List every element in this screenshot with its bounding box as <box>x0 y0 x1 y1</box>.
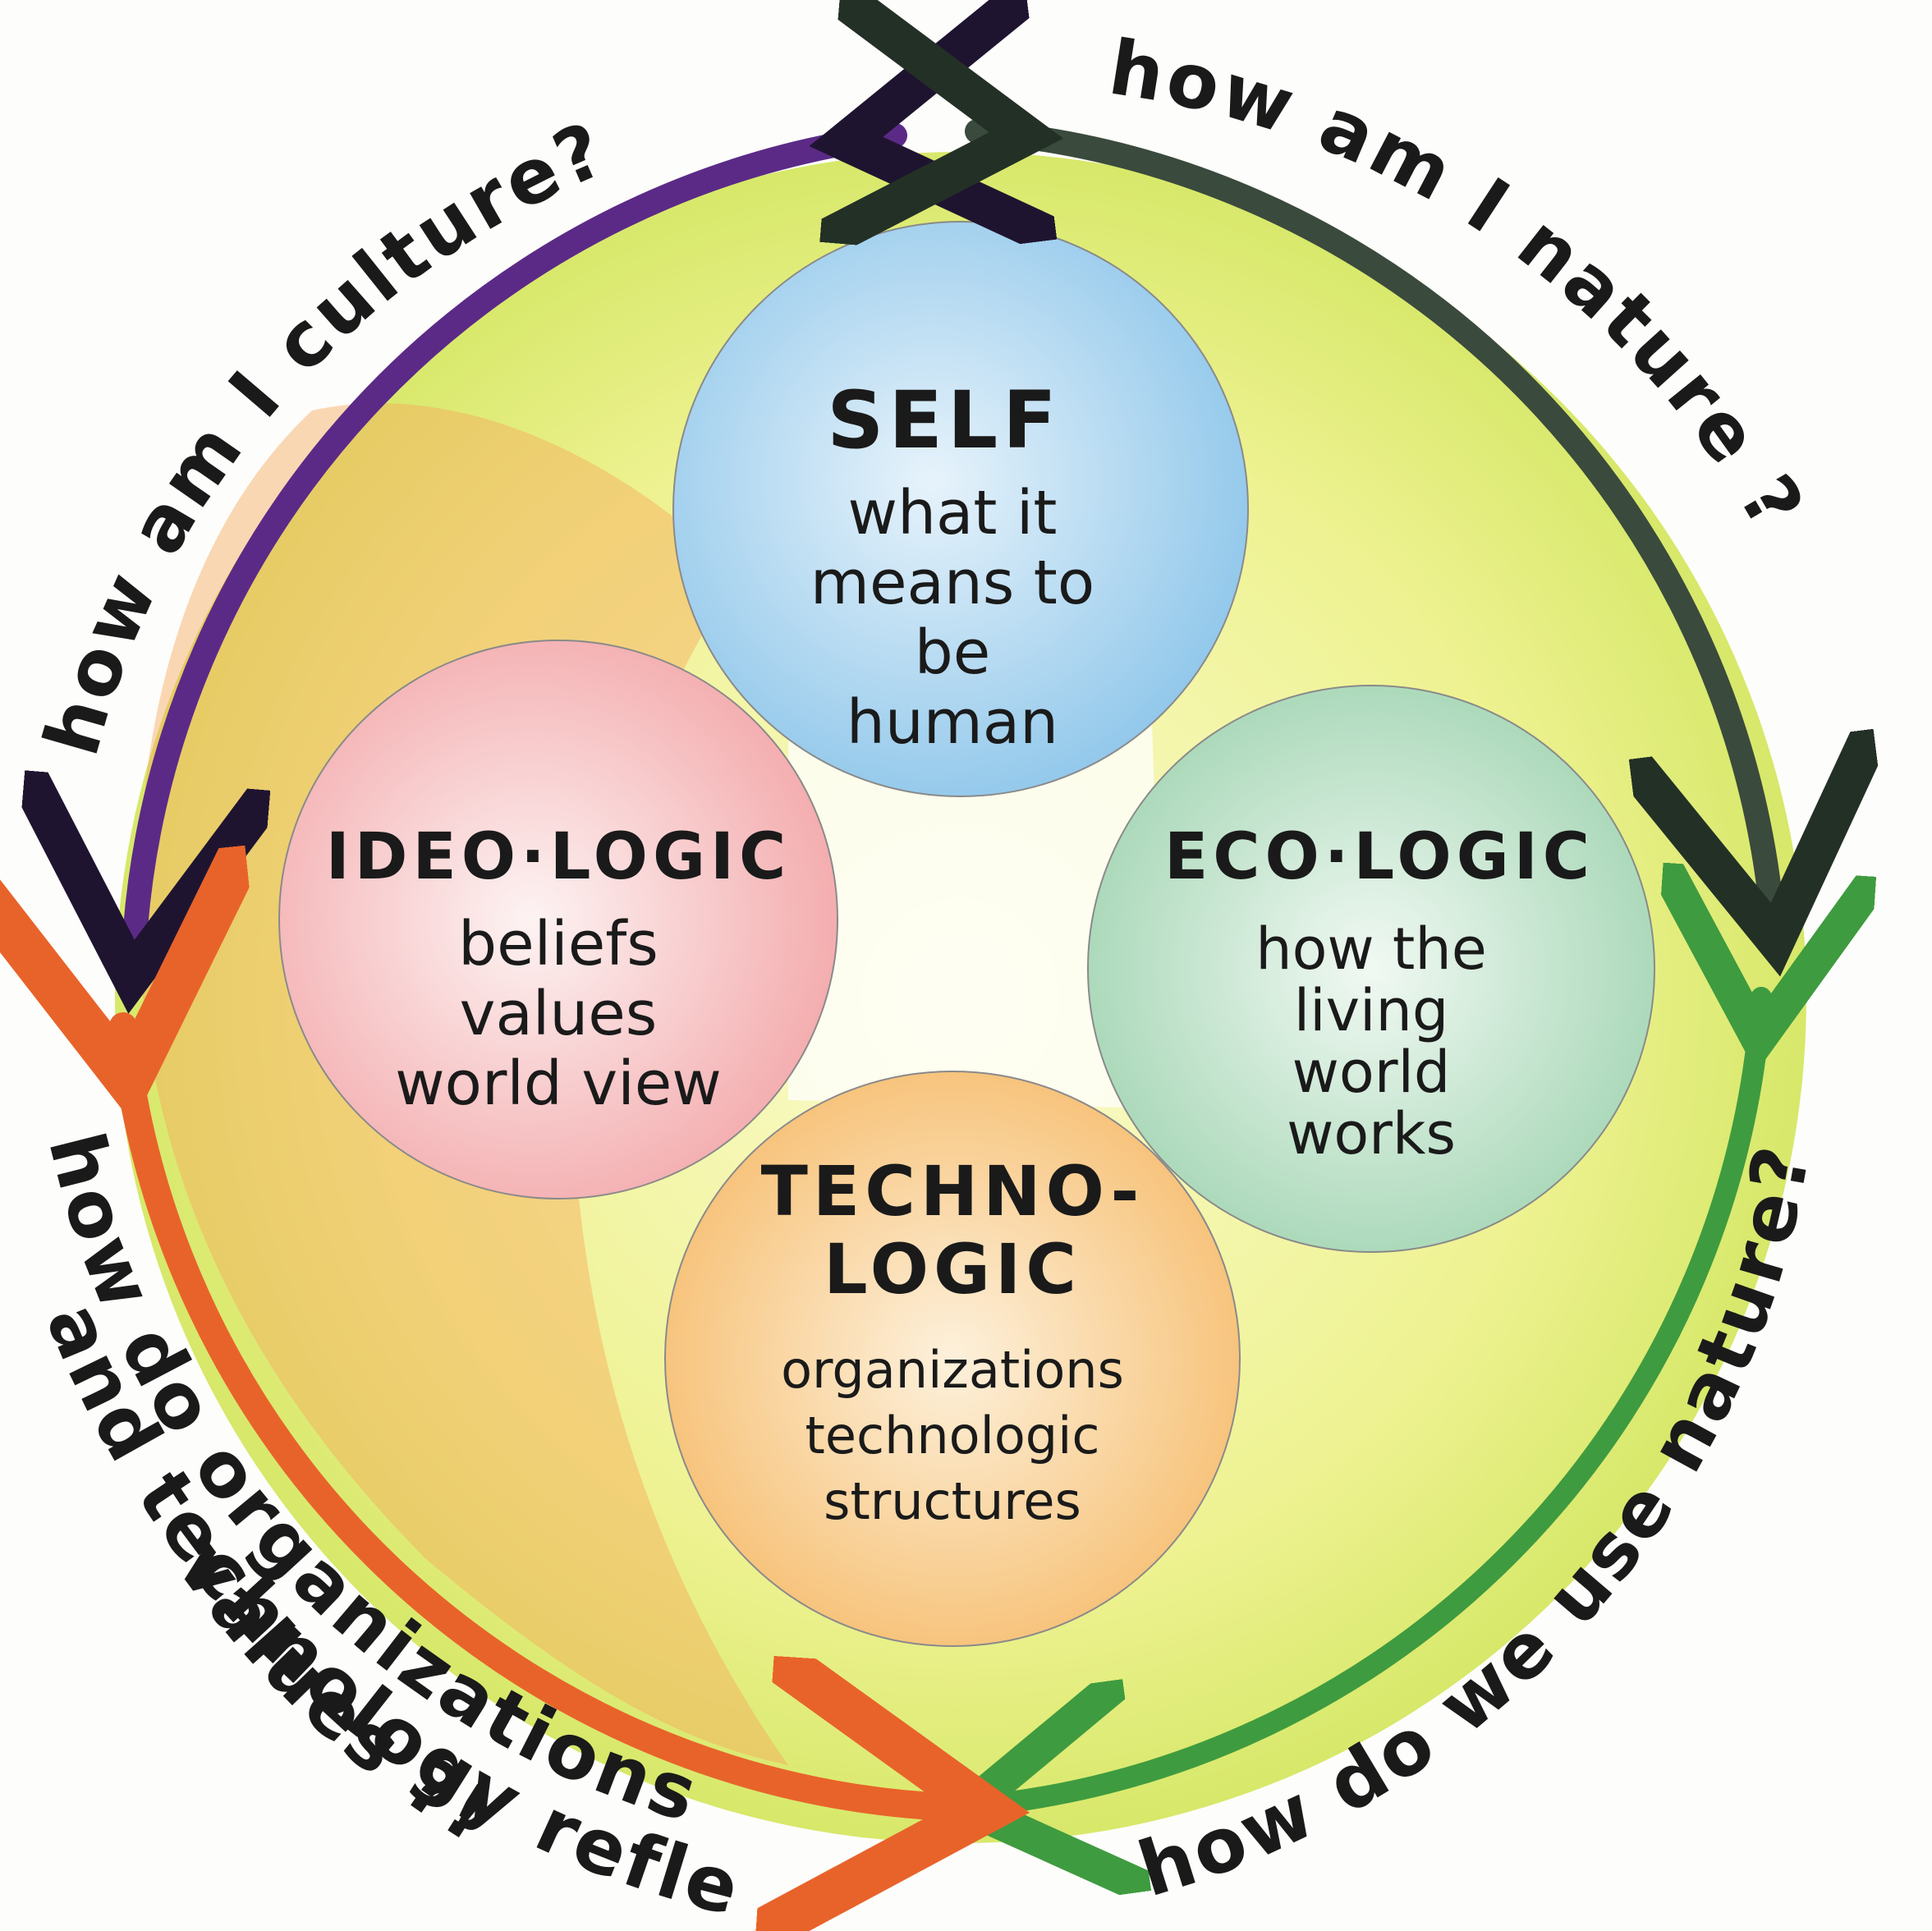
eco-logic-title: ECO·LOGIC <box>1164 820 1595 894</box>
techno-line-2: technologic <box>805 1406 1100 1465</box>
eco-line-2: living <box>1294 977 1449 1044</box>
ideo-line-3: world view <box>395 1048 722 1119</box>
ideo-logic-title: IDEO·LOGIC <box>326 820 792 894</box>
techno-logic-text: TECHNO- LOGIC organizations technologic … <box>761 1151 1145 1531</box>
self-line-3: be <box>915 617 991 688</box>
eco-line-4: works <box>1287 1100 1456 1167</box>
ideo-line-2: values <box>460 979 658 1049</box>
eco-line-1: how the <box>1255 915 1487 983</box>
culture-arrow <box>135 135 895 928</box>
use-nature-arrow <box>1010 998 1761 1802</box>
self-text: SELF what it means to be human <box>810 374 1094 758</box>
self-line-1: what it <box>848 478 1058 548</box>
techno-title-line-2: LOGIC <box>824 1229 1081 1310</box>
eco-line-3: world <box>1292 1039 1451 1106</box>
self-title: SELF <box>827 374 1061 466</box>
techno-title-line-1: TECHNO- <box>761 1151 1145 1232</box>
self-line-2: means to <box>810 548 1094 618</box>
ideo-logic-text: IDEO·LOGIC beliefs values world view <box>326 820 792 1119</box>
eco-logic-text: ECO·LOGIC how the living world works <box>1164 820 1595 1167</box>
techno-line-3: structures <box>824 1471 1081 1531</box>
organizations-arrow <box>123 1026 932 1806</box>
techno-line-1: organizations <box>781 1340 1124 1400</box>
self-line-4: human <box>847 687 1058 758</box>
ideo-line-1: beliefs <box>458 909 659 979</box>
nature-arrow <box>977 131 1769 891</box>
